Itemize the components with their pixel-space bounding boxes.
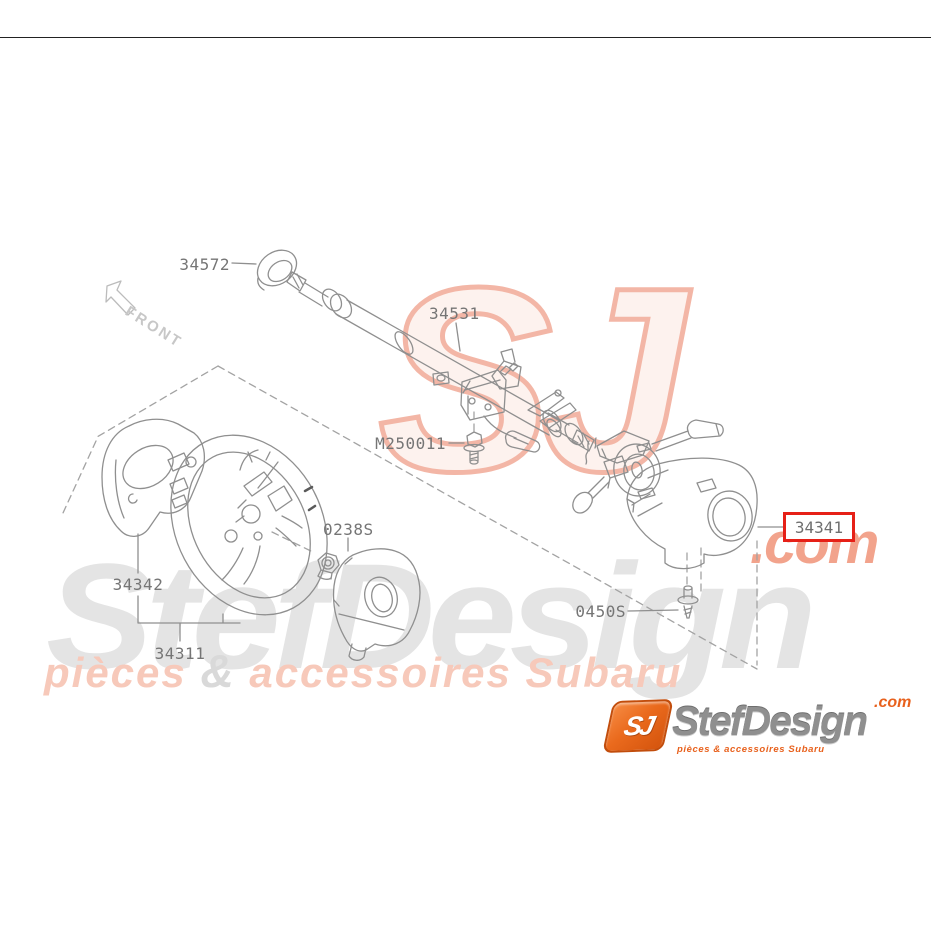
column-bracket-drawing <box>432 348 541 453</box>
label-leader-lines <box>137 262 785 642</box>
sj-logo-monogram: SJ <box>621 710 655 741</box>
top-divider <box>0 37 931 38</box>
tagline-watermark-amp: & <box>200 645 236 697</box>
airbag-pad-drawing <box>332 548 421 661</box>
stefdesign-logo: SJ StefDesign .com pièces & accessoires … <box>600 692 930 768</box>
tagline-watermark-left: pièces <box>44 649 187 696</box>
front-arrow-icon <box>105 280 136 316</box>
universal-joint-drawing <box>527 389 595 452</box>
tagline-watermark: pièces & accessoires Subaru <box>44 644 682 698</box>
sj-logo-icon: SJ <box>602 698 674 754</box>
part-label-flange-bolt: M250011 <box>375 434 446 453</box>
logo-brand-text: StefDesign <box>672 698 868 744</box>
brand-watermark-text: StefDesign <box>46 532 817 700</box>
dashed-alignment-lines <box>62 365 758 670</box>
part-label-column-assembly: 34531 <box>429 304 480 323</box>
wheel-lower-cover-drawing <box>101 418 205 537</box>
logo-tld-text: .com <box>874 694 912 711</box>
screw-drawing <box>677 585 699 619</box>
part-label-steering-wheel: 34311 <box>154 644 206 663</box>
part-label-steering-nut: 0238S <box>323 520 374 539</box>
combination-switch-drawing <box>572 419 724 514</box>
part-label-wheel-lower-cover: 34342 <box>112 575 164 594</box>
steering-wheel-drawing <box>170 434 328 616</box>
part-label-tapping-screw: 0450S <box>575 602 626 621</box>
column-cover-drawing <box>626 457 758 570</box>
steering-shaft-drawing <box>286 271 562 438</box>
bolt-drawing <box>463 431 485 465</box>
nut-drawing <box>317 552 340 580</box>
part-label-column-cover-highlighted: 34341 <box>783 512 855 542</box>
seal-ring-drawing <box>256 249 298 291</box>
part-label-seal: 34572 <box>179 255 230 274</box>
tagline-watermark-right: accessoires Subaru <box>249 649 683 696</box>
logo-tagline-text: pièces & accessoires Subaru <box>677 744 825 755</box>
